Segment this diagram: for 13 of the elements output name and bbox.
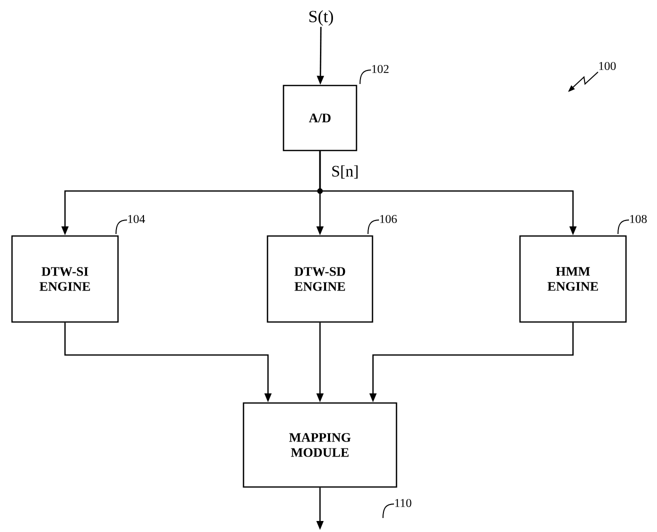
reference-numeral: 104: [116, 214, 146, 234]
process-box: DTW-SD ENGINE: [266, 235, 374, 323]
reference-numeral: 100: [599, 62, 616, 70]
reference-numeral: 108: [618, 214, 647, 234]
process-box: HMM ENGINE: [519, 235, 627, 323]
reference-numeral: 102: [360, 64, 389, 84]
reference-numeral: 110: [382, 498, 412, 518]
signal-label: S[n]: [330, 164, 360, 180]
process-box: MAPPING MODULE: [242, 402, 398, 488]
process-box: A/D: [282, 84, 358, 152]
signal-label: S(t): [309, 10, 333, 26]
process-box: DTW-SI ENGINE: [11, 235, 119, 323]
reference-numeral: 106: [368, 214, 397, 234]
